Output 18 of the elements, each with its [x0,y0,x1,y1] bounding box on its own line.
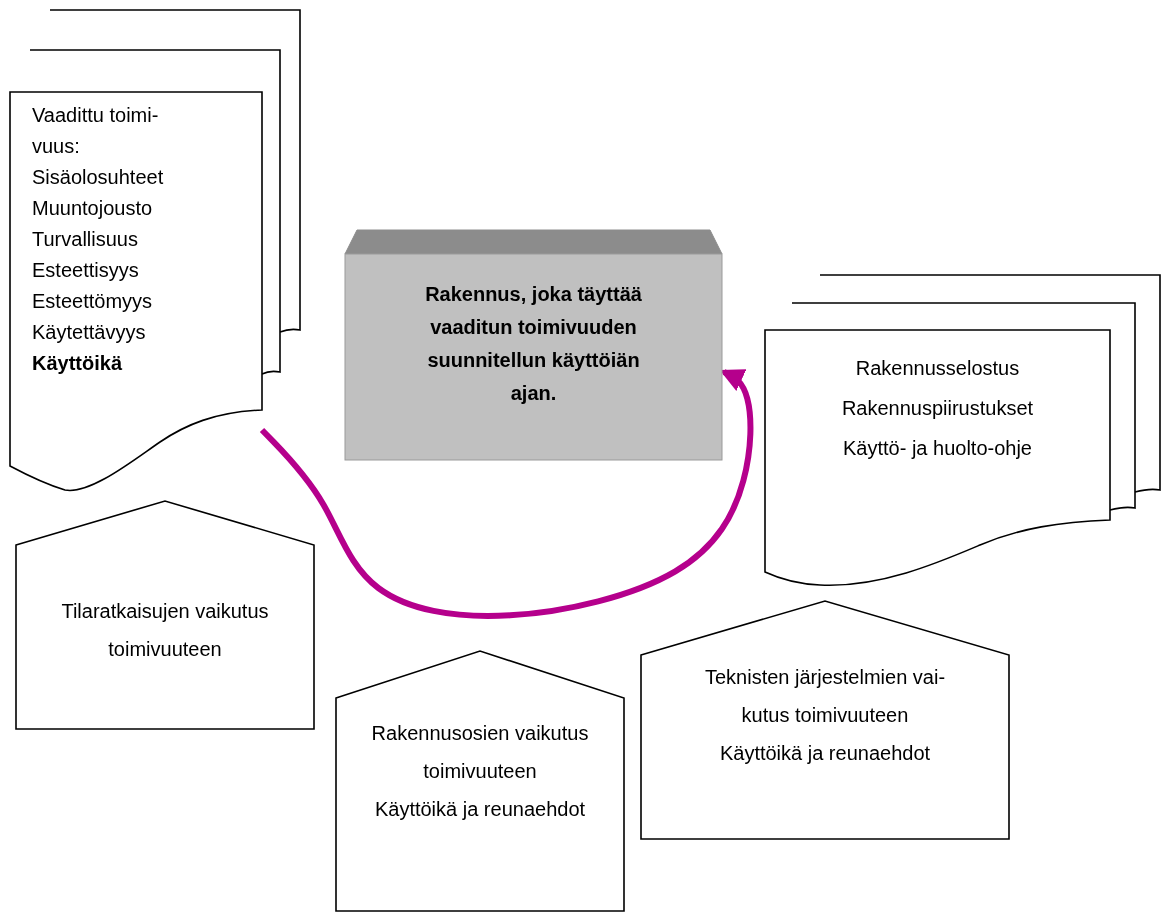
list-item: Turvallisuus [32,227,138,252]
curved-arrow [259,369,754,619]
node-text: Teknisten järjestelmien vai- kutus toimivuuteen [703,665,947,728]
list-item: Esteettömyys [32,289,153,314]
node-text: Käyttöikä ja reunaehdot [719,741,931,766]
list-item: Sisäolosuhteet [32,165,164,190]
node-text: Käyttöikä ja reunaehdot [374,797,586,822]
list-item: Muuntojousto [32,196,153,221]
list-item: Rakennusselostus [855,356,1020,381]
list-item: Vaadittu toimi- vuus: [32,103,160,159]
list-item: Käyttö- ja huolto-ohje [843,436,1032,461]
list-item: Esteettisyys [32,258,139,283]
node-text: Rakennusosien vaikutus toimivuuteen [370,721,590,784]
node-text: Rakennus, joka täyttää vaaditun toimivuuden suunnitellun käyttöiän ajan. [424,282,643,406]
node-text: Tilaratkaisujen vaikutus toimivuuteen [60,599,270,662]
list-item: Rakennuspiirustukset [841,396,1034,421]
list-item: Käytettävyys [32,320,146,345]
list-item: Käyttöikä [32,351,123,376]
